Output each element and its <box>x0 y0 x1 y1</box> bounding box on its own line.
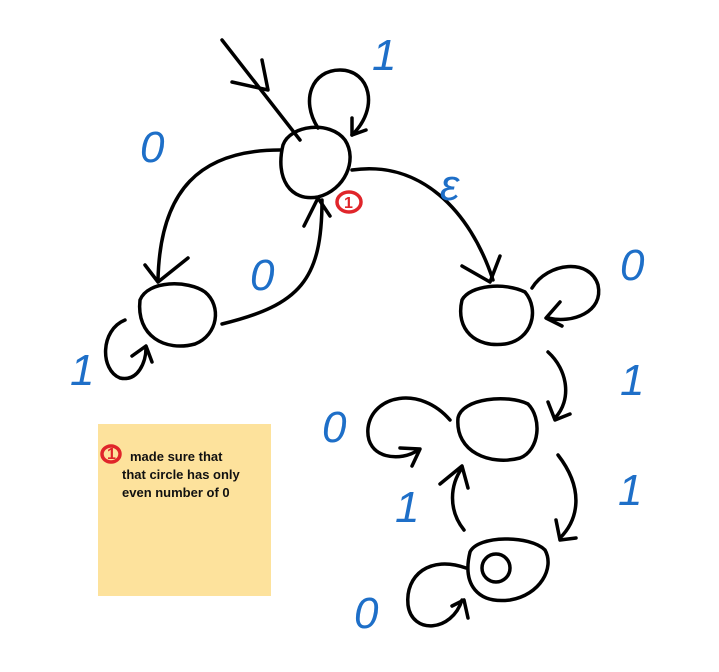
state-mid-right <box>456 397 539 462</box>
edge-top-left-arrowhead <box>143 256 190 284</box>
loop-bottom-arrowhead <box>450 598 470 620</box>
label-up-edge: 1 <box>395 483 419 532</box>
state-bottom-inner <box>480 552 512 584</box>
state-right-top <box>458 284 535 347</box>
state-bottom <box>466 537 550 603</box>
edge-right-b-arrowhead <box>554 518 578 542</box>
loop-right-top <box>530 264 601 322</box>
label-left-loop: 1 <box>70 346 94 395</box>
sticky-note <box>98 424 271 596</box>
edge-epsilon-arrowhead <box>460 254 502 284</box>
edge-epsilon <box>350 167 495 282</box>
edge-top-left <box>156 148 282 282</box>
marker-red-diagram-text: 1 <box>344 195 353 212</box>
edge-left-top-arrowhead <box>302 196 332 228</box>
note-text: made sure that that circle has only even… <box>106 448 268 502</box>
note-line-2: that circle has only <box>122 467 240 482</box>
loop-bottom <box>406 562 468 628</box>
start-arrowhead <box>230 58 270 92</box>
edge-up-arrowhead <box>438 464 470 490</box>
edge-right-b <box>556 453 578 540</box>
label-right-top-loop: 0 <box>620 241 645 290</box>
edge-right-a-arrowhead <box>546 400 572 422</box>
state-top <box>279 125 352 200</box>
edge-up <box>450 466 466 532</box>
loop-right-top-arrowhead <box>544 300 564 328</box>
label-epsilon: ε <box>440 161 460 210</box>
label-left-upper: 0 <box>140 123 165 172</box>
loop-left <box>103 318 148 381</box>
label-mid-edge: 0 <box>250 251 275 300</box>
edge-left-top <box>220 198 324 326</box>
edge-right-a <box>546 350 568 420</box>
note-marker-text: 1 <box>107 446 116 463</box>
label-bottom-loop: 0 <box>354 589 379 638</box>
note-line-3: even number of 0 <box>122 485 230 500</box>
loop-top <box>307 68 371 137</box>
state-left <box>137 282 218 348</box>
label-right-edge-a: 1 <box>620 356 644 405</box>
loop-mid-right <box>366 396 452 459</box>
label-right-edge-b: 1 <box>618 466 642 515</box>
loop-left-arrowhead <box>130 344 154 364</box>
loop-top-arrowhead <box>350 116 368 137</box>
marker-red-diagram <box>335 190 363 214</box>
label-top-loop: 1 <box>372 31 396 80</box>
loop-mid-right-arrowhead <box>398 446 422 468</box>
note-line-1: made sure that <box>130 449 223 464</box>
label-mid-right-loop: 0 <box>322 403 347 452</box>
note-marker: 1 <box>100 444 122 464</box>
